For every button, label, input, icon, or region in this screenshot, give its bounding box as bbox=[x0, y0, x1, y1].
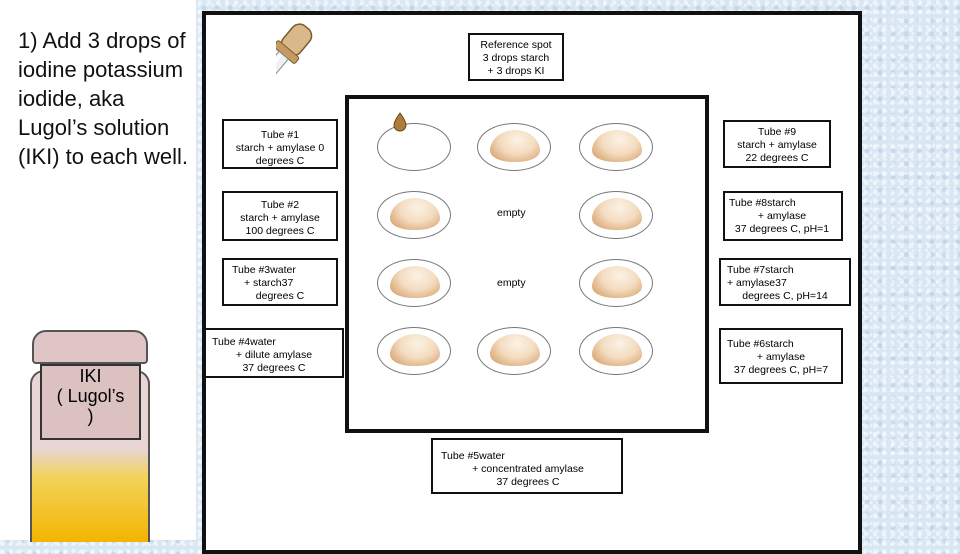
tube3-starch: + starch bbox=[244, 277, 282, 289]
tube4-line2: + dilute amylase bbox=[235, 349, 313, 361]
reference-line2: 3 drops starch bbox=[482, 52, 550, 64]
starch-sample bbox=[592, 334, 642, 366]
left-panel: 1) Add 3 drops of iodine potassium iodid… bbox=[0, 0, 196, 542]
tube7-temp: 37 bbox=[775, 277, 787, 289]
well-row1-col2[interactable] bbox=[477, 123, 551, 171]
tube5-title: Tube #5 bbox=[441, 450, 480, 462]
tube7-line3: degrees C, pH=14 bbox=[742, 290, 828, 302]
starch-sample bbox=[490, 334, 540, 366]
tube9-line1: Tube #9 bbox=[757, 126, 797, 138]
tube4-label: Tube #4water + dilute amylase 37 degrees… bbox=[204, 328, 344, 378]
tube8-label: Tube #8starch + amylase 37 degrees C, pH… bbox=[723, 191, 843, 241]
reference-line3: + 3 drops KI bbox=[487, 65, 545, 77]
starch-sample bbox=[592, 266, 642, 298]
tube6-line3: 37 degrees C, pH=7 bbox=[733, 364, 829, 376]
jar-label: IKI ( Lugol’s ) bbox=[40, 364, 141, 440]
jar-label-line2: ( Lugol’s bbox=[56, 386, 125, 406]
tube3-temp: 37 bbox=[281, 277, 294, 289]
tube4-water: water bbox=[250, 336, 276, 348]
tube3-title: Tube #3 bbox=[232, 264, 271, 276]
tube8-line2: + amylase bbox=[757, 210, 807, 222]
starch-sample bbox=[390, 334, 440, 366]
empty-label-1: empty bbox=[497, 207, 526, 219]
tube2-line3: 100 degrees C bbox=[245, 225, 315, 237]
tube2-line2: starch + amylase bbox=[240, 212, 320, 224]
tube6-starch: starch bbox=[765, 338, 794, 350]
tube8-line3: 37 degrees C, pH=1 bbox=[734, 223, 830, 235]
well-tube6[interactable] bbox=[579, 327, 653, 375]
tube5-line2: + concentrated amylase bbox=[472, 463, 584, 475]
tube7-amylase: + amylase bbox=[727, 277, 776, 289]
tube8-starch: starch bbox=[767, 197, 796, 209]
tube5-line3: 37 degrees C bbox=[496, 476, 560, 488]
reference-label: Reference spot 3 drops starch + 3 drops … bbox=[468, 33, 564, 81]
starch-sample bbox=[592, 198, 642, 230]
jar-lid bbox=[32, 330, 148, 364]
well-tube3[interactable] bbox=[377, 259, 451, 307]
starch-sample bbox=[390, 266, 440, 298]
tube5-water: water bbox=[479, 450, 505, 462]
tube9-label: Tube #9 starch + amylase 22 degrees C bbox=[723, 120, 831, 168]
tube9-line3: 22 degrees C bbox=[745, 152, 809, 164]
well-tube7[interactable] bbox=[579, 259, 653, 307]
jar-label-line1: IKI bbox=[79, 366, 102, 386]
well-plate: empty empty bbox=[345, 95, 709, 433]
tube4-title: Tube #4 bbox=[212, 336, 251, 348]
well-tube2[interactable] bbox=[377, 191, 451, 239]
empty-label-2: empty bbox=[497, 277, 526, 289]
jar-label-line3: ) bbox=[87, 406, 94, 426]
starch-sample bbox=[592, 130, 642, 162]
tube3-water: water bbox=[270, 264, 296, 276]
tube7-title: Tube #7 bbox=[727, 264, 766, 276]
tube1-line2: starch + amylase 0 bbox=[235, 142, 325, 154]
tube6-label: Tube #6starch + amylase 37 degrees C, pH… bbox=[719, 328, 843, 384]
tube1-label: Tube #1 starch + amylase 0 degrees C bbox=[222, 119, 338, 169]
tube7-label: Tube #7starch + amylase37 degrees C, pH=… bbox=[719, 258, 851, 306]
iodine-drop-icon bbox=[392, 112, 408, 132]
tube6-title: Tube #6 bbox=[727, 338, 766, 350]
tube9-line2: starch + amylase bbox=[737, 139, 817, 151]
tube6-line2: + amylase bbox=[756, 351, 806, 363]
reference-well[interactable] bbox=[377, 123, 451, 171]
tube1-line1: Tube #1 bbox=[260, 129, 300, 141]
tube3-line3: degrees C bbox=[255, 290, 305, 302]
well-tube4[interactable] bbox=[377, 327, 451, 375]
tube7-starch: starch bbox=[765, 264, 794, 276]
tube1-line3: degrees C bbox=[255, 155, 305, 167]
reference-line1: Reference spot bbox=[480, 39, 552, 51]
well-tube5[interactable] bbox=[477, 327, 551, 375]
well-tube8[interactable] bbox=[579, 191, 653, 239]
starch-sample bbox=[390, 198, 440, 230]
tube2-line1: Tube #2 bbox=[260, 199, 300, 211]
tube4-line3: 37 degrees C bbox=[242, 362, 306, 374]
tube8-title: Tube #8 bbox=[729, 197, 768, 209]
tube3-label: Tube #3water + starch37 degrees C bbox=[222, 258, 338, 306]
instruction-text: 1) Add 3 drops of iodine potassium iodid… bbox=[18, 28, 188, 169]
starch-sample bbox=[490, 130, 540, 162]
well-tube9[interactable] bbox=[579, 123, 653, 171]
iki-jar: IKI ( Lugol’s ) bbox=[30, 330, 150, 542]
tube2-label: Tube #2 starch + amylase 100 degrees C bbox=[222, 191, 338, 241]
tube5-label: Tube #5water + concentrated amylase 37 d… bbox=[431, 438, 623, 494]
